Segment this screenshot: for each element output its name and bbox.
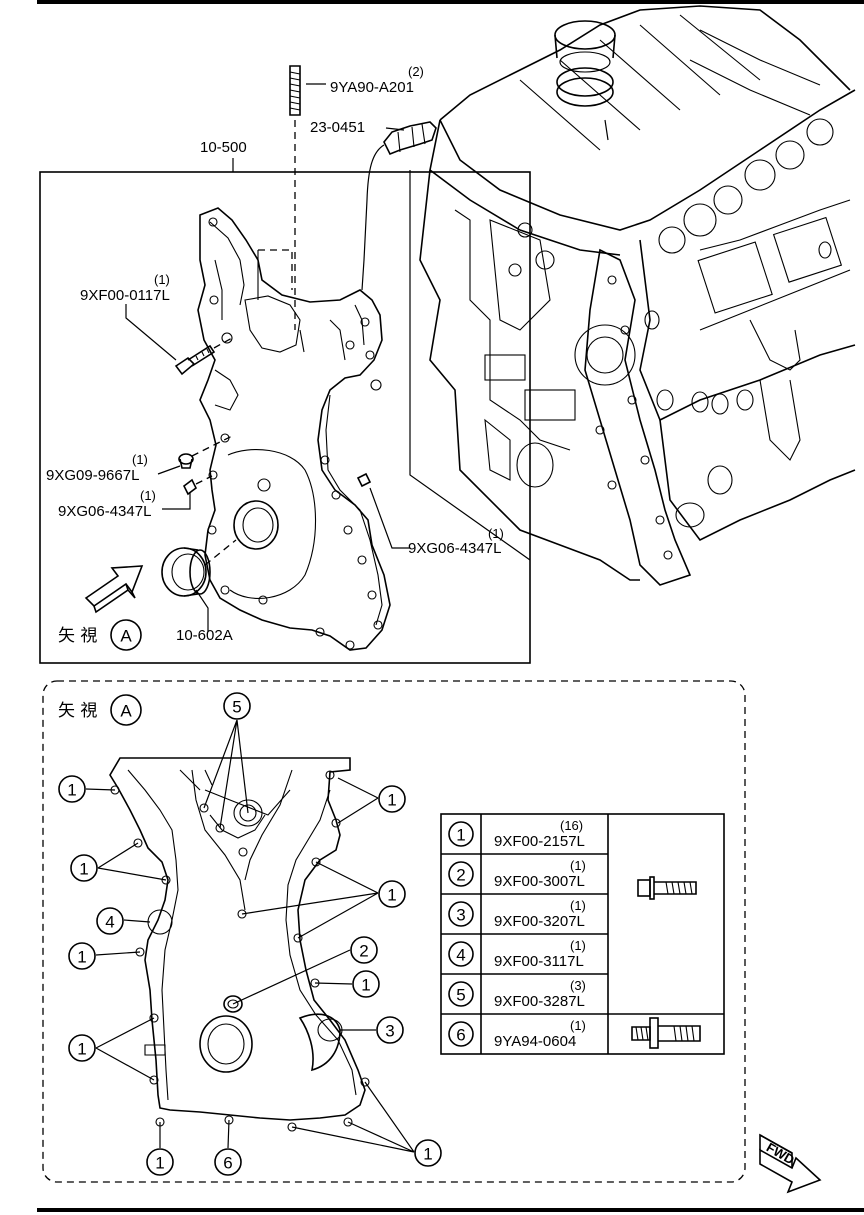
legend-table: 1 (16) 9XF00-2157L 2 (1) 9XF00-3007L 3 (… xyxy=(440,813,725,1055)
qty-9YA90-A201: (2) xyxy=(408,64,424,79)
sensor-23-0451 xyxy=(361,121,437,291)
svg-text:5: 5 xyxy=(456,986,465,1005)
view-arrow-icon xyxy=(84,565,144,614)
view-marker-text: 矢 視 xyxy=(58,626,97,646)
detail-callout-6 xyxy=(214,1148,242,1176)
detail-callout-3 xyxy=(376,1016,404,1044)
detail-callout-1-c xyxy=(70,854,98,882)
dowel-pin-9XG06-4347L-right xyxy=(356,472,372,488)
legend-part-3: 9XF00-3207L xyxy=(494,913,585,930)
stud-bolt-icon xyxy=(631,1017,701,1049)
svg-text:1: 1 xyxy=(77,948,86,967)
svg-text:1: 1 xyxy=(155,1154,164,1173)
svg-text:6: 6 xyxy=(456,1026,465,1045)
timing-chain-cover xyxy=(197,207,391,651)
detail-callout-1-g xyxy=(68,1034,96,1062)
legend-row-4: 4 (1) 9XF00-3117L xyxy=(448,938,586,970)
svg-text:4: 4 xyxy=(105,913,114,932)
detail-callout-1-a xyxy=(58,775,86,803)
detail-view-title: 矢 視 xyxy=(58,701,97,721)
label-10-500: 10-500 xyxy=(200,139,247,156)
legend-row-3: 3 (1) 9XF00-3207L xyxy=(448,898,586,930)
svg-text:3: 3 xyxy=(385,1022,394,1041)
detail-callout-1-b xyxy=(378,785,406,813)
svg-text:1: 1 xyxy=(79,860,88,879)
detail-callout-2 xyxy=(350,936,378,964)
label-9XG06-4347L-left: 9XG06-4347L xyxy=(58,503,151,520)
detail-callout-5 xyxy=(223,692,251,720)
upper-leader-lines xyxy=(125,83,410,632)
stud-bolt-9YA90-A201 xyxy=(289,65,301,330)
detail-callouts: 5 1 1 1 1 4 1 2 1 1 3 1 6 1 xyxy=(58,692,442,1176)
detail-callout-4 xyxy=(96,907,124,935)
legend-qty-4: (1) xyxy=(570,938,586,953)
legend-part-4: 9XF00-3117L xyxy=(494,953,584,970)
svg-text:1: 1 xyxy=(387,791,396,810)
svg-text:3: 3 xyxy=(456,906,465,925)
svg-text:2: 2 xyxy=(359,942,368,961)
legend-part-5: 9XF00-3287L xyxy=(494,993,585,1010)
detail-view-title-letter: A xyxy=(120,702,132,721)
svg-text:1: 1 xyxy=(387,886,396,905)
engine-block-illustration xyxy=(419,5,856,586)
detail-callout-1-d xyxy=(378,880,406,908)
qty-9XG09-9667L: (1) xyxy=(132,452,148,467)
svg-text:5: 5 xyxy=(232,698,241,717)
svg-text:2: 2 xyxy=(456,866,465,885)
view-marker-circle xyxy=(110,619,142,651)
upper-labels: 10-500 (2) 9YA90-A201 23-0451 (1) 9XF00-… xyxy=(46,64,504,651)
legend-row-5: 5 (3) 9XF00-3287L xyxy=(448,978,586,1010)
legend-qty-2: (1) xyxy=(570,858,586,873)
top-border xyxy=(37,0,864,4)
detail-callout-1-e xyxy=(68,942,96,970)
bottom-border xyxy=(37,1208,864,1212)
flange-bolt-icon xyxy=(637,876,697,900)
view-marker-letter: A xyxy=(120,627,132,646)
legend-qty-5: (3) xyxy=(570,978,586,993)
oil-seal-10-602A xyxy=(161,539,237,597)
bolt-9XG09-9667L xyxy=(178,435,233,469)
svg-text:6: 6 xyxy=(223,1154,232,1173)
legend-row-2: 2 (1) 9XF00-3007L xyxy=(448,858,586,890)
label-9XG06-4347L-right: 9XG06-4347L xyxy=(408,540,501,557)
legend-qty-1: (16) xyxy=(560,818,583,833)
detail-callout-1-i xyxy=(414,1139,442,1167)
label-10-602A: 10-602A xyxy=(176,627,233,644)
detail-callout-1-h xyxy=(146,1148,174,1176)
detail-view-frame xyxy=(42,680,746,1183)
legend-part-1: 9XF00-2157L xyxy=(494,833,585,850)
svg-text:1: 1 xyxy=(77,1040,86,1059)
legend-row-6: 6 (1) 9YA94-0604 xyxy=(448,1018,586,1050)
fwd-arrow-icon: FWD xyxy=(759,1133,822,1194)
cover-front-view xyxy=(109,757,370,1132)
legend-part-2: 9XF00-3007L xyxy=(494,873,585,890)
qty-9XG06-4347L-left: (1) xyxy=(140,488,156,503)
svg-text:4: 4 xyxy=(456,946,465,965)
svg-text:1: 1 xyxy=(67,781,76,800)
qty-9XF00-0117L: (1) xyxy=(154,272,170,287)
legend-row-1: 1 (16) 9XF00-2157L xyxy=(448,818,585,850)
detail-view-title-circle xyxy=(110,694,142,726)
legend-part-6: 9YA94-0604 xyxy=(494,1033,576,1050)
label-9XF00-0117L: 9XF00-0117L xyxy=(80,287,170,304)
legend-qty-6: (1) xyxy=(570,1018,586,1033)
svg-text:1: 1 xyxy=(456,826,465,845)
qty-9XG06-4347L-right: (1) xyxy=(488,526,504,541)
svg-text:1: 1 xyxy=(361,976,370,995)
label-23-0451: 23-0451 xyxy=(310,119,365,136)
detail-leader-lines xyxy=(85,719,415,1153)
timing-cover-assembly-frame xyxy=(39,171,531,664)
bolt-9XF00-0117L xyxy=(174,337,233,376)
legend-qty-3: (1) xyxy=(570,898,586,913)
svg-text:1: 1 xyxy=(423,1145,432,1164)
label-9YA90-A201: 9YA90-A201 xyxy=(330,79,414,96)
dowel-pin-9XG06-4347L-left xyxy=(182,475,213,496)
frame-extension-line xyxy=(409,170,531,561)
label-9XG09-9667L: 9XG09-9667L xyxy=(46,467,139,484)
detail-callout-1-f xyxy=(352,970,380,998)
